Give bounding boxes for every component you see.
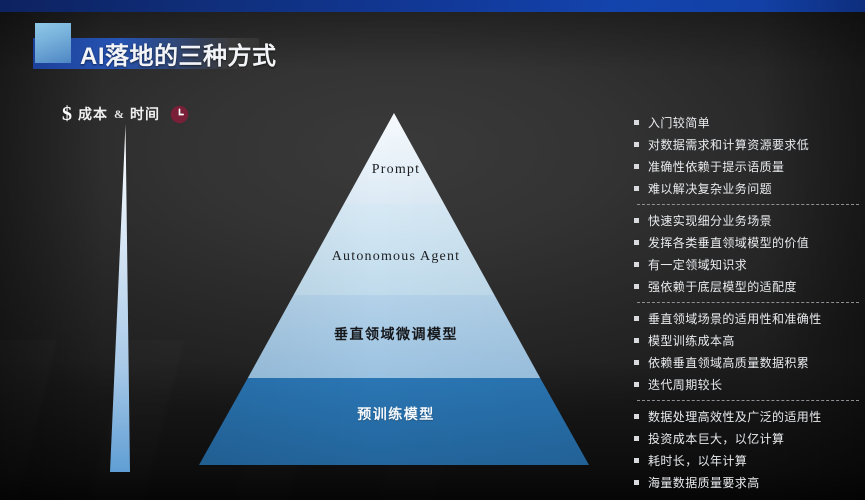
bullet-text: 难以解决复杂业务问题 — [648, 182, 773, 196]
title-accent-square — [35, 23, 71, 63]
pyramid-shape — [199, 113, 589, 465]
bullet-group-1: 快速实现细分业务场景 发挥各类垂直领域模型的价值 有一定领域知识求 强依赖于底层… — [634, 210, 862, 298]
bullet-square-icon — [634, 164, 639, 169]
bullet-square-icon — [634, 142, 639, 147]
list-item: 快速实现细分业务场景 — [634, 210, 862, 232]
bullet-square-icon — [634, 316, 639, 321]
bullet-text: 模型训练成本高 — [648, 334, 735, 348]
dollar-icon: $ — [62, 103, 72, 125]
bullet-text: 准确性依赖于提示语质量 — [648, 160, 785, 174]
list-item: 有一定领域知识求 — [634, 254, 862, 276]
axis-label: $ 成本 & 时间 — [62, 104, 189, 124]
axis-time-label: 时间 — [130, 108, 160, 123]
pyramid-diagram: Prompt Autonomous Agent 垂直领域微调模型 预训练模型 — [196, 108, 596, 470]
bullet-square-icon — [634, 186, 639, 191]
bullet-square-icon — [634, 218, 639, 223]
bullet-text: 耗时长，以年计算 — [648, 454, 748, 468]
clock-icon — [170, 105, 189, 123]
bullet-text: 快速实现细分业务场景 — [648, 214, 773, 228]
list-item: 对数据需求和计算资源要求低 — [634, 134, 862, 156]
list-item: 难以解决复杂业务问题 — [634, 178, 862, 200]
page-title: AI落地的三种方式 — [80, 43, 277, 70]
list-item: 投资成本巨大，以亿计算 — [634, 428, 862, 450]
bullet-group-2: 垂直领域场景的适用性和准确性 模型训练成本高 依赖垂直领域高质量数据积累 迭代周… — [634, 308, 862, 396]
list-item: 准确性依赖于提示语质量 — [634, 156, 862, 178]
cost-axis-spike — [110, 124, 130, 472]
axis-ampersand: & — [114, 106, 124, 121]
bullet-group-divider — [637, 400, 859, 401]
bullet-group-0: 入门较简单 对数据需求和计算资源要求低 准确性依赖于提示语质量 难以解决复杂业务… — [634, 112, 862, 200]
bullet-square-icon — [634, 120, 639, 125]
bullet-square-icon — [634, 338, 639, 343]
top-accent-bar — [0, 0, 865, 12]
bullet-square-icon — [634, 360, 639, 365]
bullet-square-icon — [634, 262, 639, 267]
bullet-square-icon — [634, 458, 639, 463]
list-item: 模型训练成本高 — [634, 330, 862, 352]
list-item: 耗时长，以年计算 — [634, 450, 862, 472]
bullet-square-icon — [634, 480, 639, 485]
list-item: 垂直领域场景的适用性和准确性 — [634, 308, 862, 330]
bullet-text: 强依赖于底层模型的适配度 — [648, 280, 797, 294]
axis-cost-label: 成本 — [78, 108, 108, 123]
bullet-text: 对数据需求和计算资源要求低 — [648, 138, 810, 152]
list-item: 入门较简单 — [634, 112, 862, 134]
bullet-group-divider — [637, 204, 859, 205]
bullet-square-icon — [634, 240, 639, 245]
list-item: 迭代周期较长 — [634, 374, 862, 396]
bullet-square-icon — [634, 414, 639, 419]
bullet-text: 迭代周期较长 — [648, 378, 723, 392]
bullet-group-3: 数据处理高效性及广泛的适用性 投资成本巨大，以亿计算 耗时长，以年计算 海量数据… — [634, 406, 862, 494]
bullet-group-divider — [637, 302, 859, 303]
list-item: 依赖垂直领域高质量数据积累 — [634, 352, 862, 374]
list-item: 海量数据质量要求高 — [634, 472, 862, 494]
bullet-list-column: 入门较简单 对数据需求和计算资源要求低 准确性依赖于提示语质量 难以解决复杂业务… — [634, 112, 862, 494]
bullet-square-icon — [634, 436, 639, 441]
list-item: 发挥各类垂直领域模型的价值 — [634, 232, 862, 254]
bullet-text: 海量数据质量要求高 — [648, 476, 760, 490]
bullet-text: 垂直领域场景的适用性和准确性 — [648, 312, 822, 326]
bullet-text: 依赖垂直领域高质量数据积累 — [648, 356, 810, 370]
list-item: 强依赖于底层模型的适配度 — [634, 276, 862, 298]
bullet-text: 有一定领域知识求 — [648, 258, 748, 272]
bullet-square-icon — [634, 382, 639, 387]
bullet-text: 数据处理高效性及广泛的适用性 — [648, 410, 822, 424]
bullet-text: 入门较简单 — [648, 116, 711, 130]
bullet-square-icon — [634, 284, 639, 289]
bullet-text: 投资成本巨大，以亿计算 — [648, 432, 785, 446]
list-item: 数据处理高效性及广泛的适用性 — [634, 406, 862, 428]
bullet-text: 发挥各类垂直领域模型的价值 — [648, 236, 810, 250]
